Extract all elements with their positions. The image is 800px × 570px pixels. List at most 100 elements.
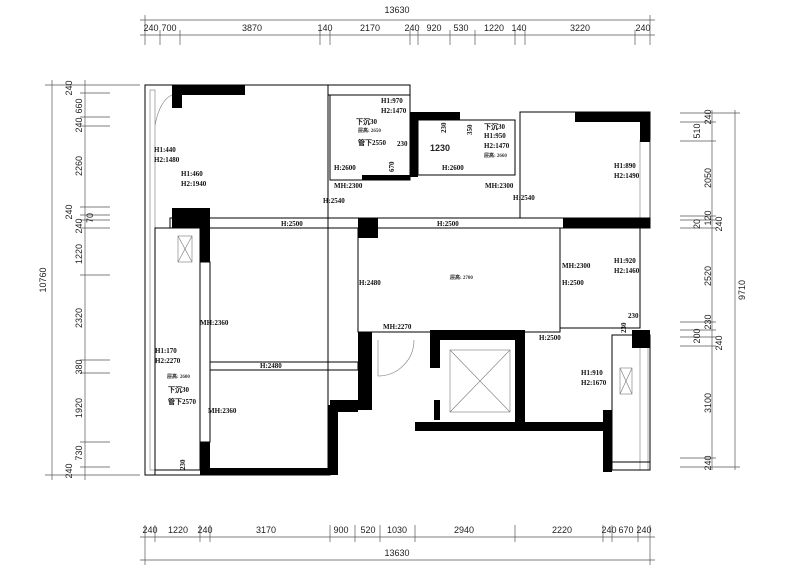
label: H:2500: [562, 279, 584, 287]
label: MH:2300: [485, 182, 514, 190]
dim: 380: [74, 359, 84, 374]
dim: 1220: [484, 23, 504, 33]
label: 层高: 2660: [483, 152, 507, 159]
door-swing: [154, 94, 173, 126]
label: H:2540: [323, 197, 345, 205]
label: H:2600: [442, 164, 464, 172]
dim: 3870: [242, 23, 262, 33]
top-dimensions: 13630 240 700 3870 140 2170 240 920 530 …: [140, 5, 655, 45]
dim: 240: [404, 23, 419, 33]
dim: 240: [714, 335, 724, 350]
label: 230: [628, 312, 639, 320]
label: H2:2270: [155, 357, 181, 365]
dim: 240: [636, 525, 651, 535]
dim: 2260: [74, 156, 84, 176]
dim: 3220: [570, 23, 590, 33]
label: H2:1460: [614, 267, 640, 275]
elevator-shaft: [449, 349, 511, 413]
overall-bottom: 13630: [384, 548, 409, 558]
label: 管下2570: [168, 397, 196, 406]
dim: 3100: [703, 393, 713, 413]
label: 下沉30: [168, 385, 189, 394]
label: H:2540: [513, 194, 535, 202]
dim: 140: [317, 23, 332, 33]
right-dimensions: 9710 240 510 2050 120 20 240 2520 230 20…: [680, 109, 747, 471]
label: MH:2300: [562, 262, 591, 270]
dim: 240: [601, 525, 616, 535]
dim: 20: [692, 219, 702, 229]
label: 670: [388, 161, 396, 172]
label: H1:460: [181, 170, 203, 178]
dim: 240: [64, 80, 74, 95]
label: 230: [179, 459, 187, 470]
dim: 920: [426, 23, 441, 33]
dim: 530: [453, 23, 468, 33]
label: H2:1490: [614, 172, 640, 180]
label: H1:170: [155, 347, 177, 355]
label: 230: [440, 122, 448, 133]
dim: 1030: [387, 525, 407, 535]
dim: 240: [143, 23, 158, 33]
label: H1:910: [581, 369, 603, 377]
dim: 670: [618, 525, 633, 535]
dim: 240: [64, 463, 74, 478]
dim: 240: [635, 23, 650, 33]
label: 下沉30: [356, 117, 377, 126]
label: 230: [620, 322, 628, 333]
label: 层高: 2600: [166, 373, 190, 380]
label: 管下2550: [358, 138, 386, 147]
label: MH:2300: [334, 182, 363, 190]
label: H2:1470: [484, 142, 510, 150]
label: MH:2360: [200, 319, 229, 327]
label: H2:1480: [154, 156, 180, 164]
label: H:2480: [260, 362, 282, 370]
dim: 660: [74, 98, 84, 113]
dim: 3170: [256, 525, 276, 535]
dim: 730: [74, 445, 84, 460]
left-dimensions: 10760 240 660 240 2260 240 240 70 1220 2…: [38, 80, 140, 480]
bottom-dimensions: 240 1220 240 3170 900 520 1030 2940 2220…: [140, 525, 655, 565]
dim: 1220: [168, 525, 188, 535]
label: H:2480: [359, 279, 381, 287]
dim: 510: [692, 123, 702, 138]
label: H1:890: [614, 162, 636, 170]
label: 1230: [430, 143, 450, 153]
dim: 240: [197, 525, 212, 535]
label: H1:440: [154, 146, 176, 154]
dim: 140: [511, 23, 526, 33]
label: 层高: 2650: [357, 127, 381, 134]
dim: 240: [74, 117, 84, 132]
label: 230: [397, 140, 408, 148]
dim: 240: [703, 455, 713, 470]
label: 层高: 2700: [449, 274, 473, 281]
dim: 240: [142, 525, 157, 535]
label: H1:950: [484, 132, 506, 140]
label: MH:2360: [208, 407, 237, 415]
shaft-box: [177, 235, 193, 263]
label: H:2500: [437, 220, 459, 228]
dim: 2940: [454, 525, 474, 535]
dim: 70: [85, 213, 95, 223]
dim: 240: [74, 218, 84, 233]
dim: 230: [703, 314, 713, 329]
overall-right: 9710: [737, 280, 747, 300]
label: H2:1670: [581, 379, 607, 387]
label: H:2500: [281, 220, 303, 228]
entry-door-swing: [377, 339, 415, 377]
overall-left: 10760: [38, 267, 48, 292]
dim: 120: [703, 210, 713, 225]
label: H2:1470: [381, 107, 407, 115]
dim: 1220: [74, 244, 84, 264]
dim: 2050: [703, 168, 713, 188]
overall-top: 13630: [384, 5, 409, 15]
dim: 700: [161, 23, 176, 33]
dim: 900: [333, 525, 348, 535]
label: 350: [466, 124, 474, 135]
label: H:2500: [539, 334, 561, 342]
dim: 2220: [552, 525, 572, 535]
dim: 520: [360, 525, 375, 535]
dim: 2320: [74, 308, 84, 328]
label: H2:1940: [181, 180, 207, 188]
fixtures: [154, 94, 633, 413]
